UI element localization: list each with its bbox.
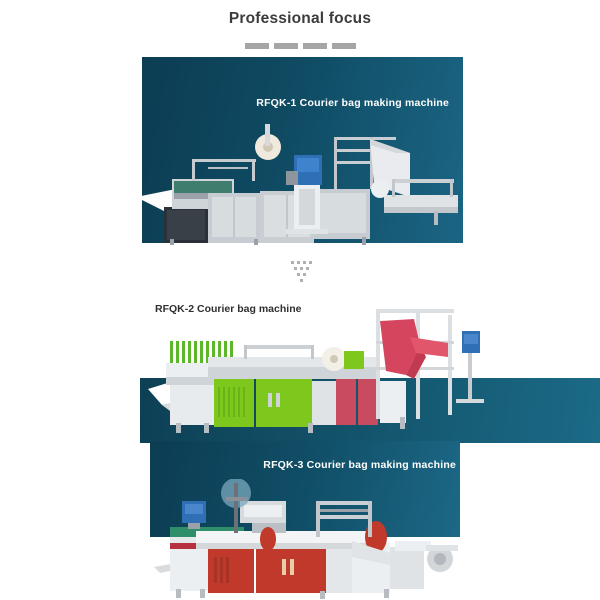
machine-illustration-rfqk-2 (148, 309, 484, 433)
product-label-rfqk-2: RFQK-2 Courier bag machine (155, 303, 302, 315)
product-section-rfqk-2[interactable]: RFQK-2 Courier bag machine (0, 283, 600, 443)
machine-illustration-rfqk-1 (136, 124, 458, 245)
product-section-rfqk-1[interactable]: RFQK-1 Courier bag making machine (136, 57, 463, 245)
product-label-rfqk-3: RFQK-3 Courier bag making machine (263, 459, 456, 471)
divider-dash (331, 43, 356, 49)
machine-illustration-rfqk-3 (142, 479, 458, 599)
divider-dash (302, 43, 327, 49)
section-divider-dots (291, 261, 317, 283)
divider-dash (244, 43, 269, 49)
product-section-rfqk-3[interactable]: RFQK-3 Courier bag making machine (142, 441, 460, 600)
divider-dash (273, 43, 298, 49)
page-title: Professional focus (228, 10, 372, 27)
title-divider-dashes (0, 43, 600, 49)
product-label-rfqk-1: RFQK-1 Courier bag making machine (256, 97, 449, 109)
